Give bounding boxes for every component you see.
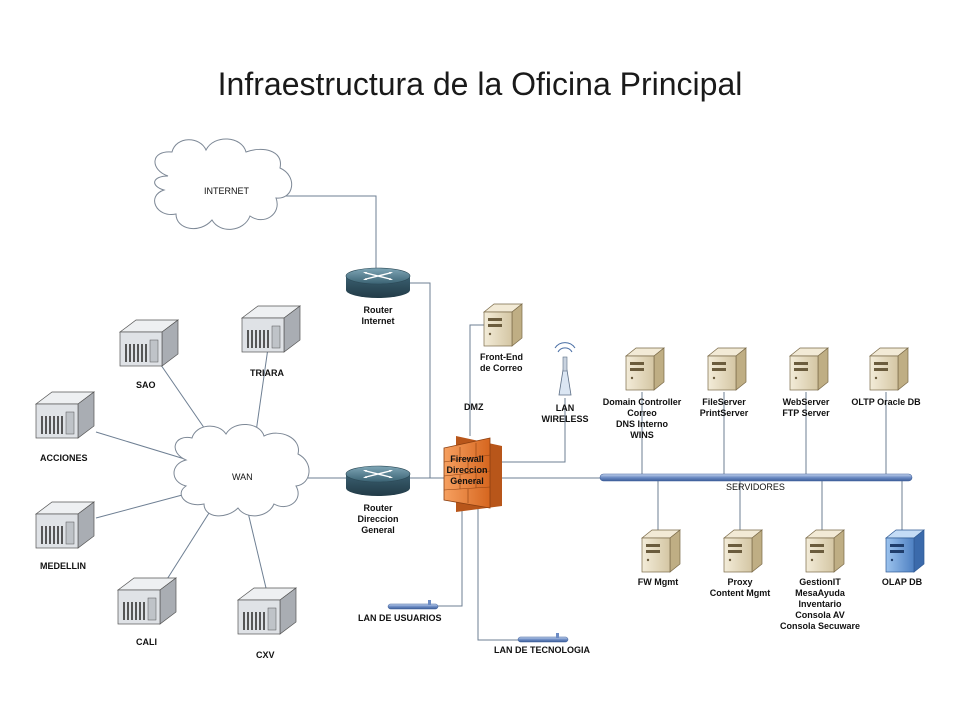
router-direccion-label: Router Direccion General bbox=[357, 503, 398, 535]
svg-text:WINS: WINS bbox=[630, 430, 654, 440]
acciones-server-icon bbox=[34, 391, 96, 439]
svg-text:Content Mgmt: Content Mgmt bbox=[710, 588, 771, 598]
link-wan-cxv bbox=[245, 503, 267, 589]
svg-text:Domain Controller: Domain Controller bbox=[603, 397, 682, 407]
web-server-label: WebServer FTP Server bbox=[782, 397, 830, 418]
svg-text:Router: Router bbox=[364, 305, 393, 315]
lan-usuarios-bar bbox=[387, 600, 439, 610]
svg-text:Correo: Correo bbox=[627, 408, 657, 418]
sao-server-icon bbox=[118, 319, 180, 367]
wan-label: WAN bbox=[232, 472, 253, 482]
router-direccion-icon bbox=[345, 465, 411, 496]
svg-text:Consola Secuware: Consola Secuware bbox=[780, 621, 860, 631]
svg-text:WIRELESS: WIRELESS bbox=[541, 414, 588, 424]
file-server-label: FileServer PrintServer bbox=[700, 397, 749, 418]
svg-text:General: General bbox=[361, 525, 395, 535]
fw-mgmt-server-icon bbox=[641, 529, 681, 573]
cxv-label: CXV bbox=[256, 650, 275, 660]
dc-server-label: Domain Controller Correo DNS Interno WIN… bbox=[603, 397, 682, 440]
svg-text:Internet: Internet bbox=[361, 316, 394, 326]
router-internet-icon bbox=[345, 267, 411, 298]
dmz-label: DMZ bbox=[464, 402, 484, 412]
svg-text:DNS Interno: DNS Interno bbox=[616, 419, 669, 429]
link-wan-acciones bbox=[95, 431, 189, 461]
firewall-label-3: General bbox=[450, 476, 484, 486]
acciones-label: ACCIONES bbox=[40, 453, 88, 463]
svg-text:PrintServer: PrintServer bbox=[700, 408, 749, 418]
link-internet-router bbox=[276, 195, 377, 268]
oltp-server-label: OLTP Oracle DB bbox=[851, 397, 921, 407]
wireless-ap-icon bbox=[554, 342, 576, 396]
svg-text:Proxy: Proxy bbox=[727, 577, 752, 587]
servers-bus-label: SERVIDORES bbox=[726, 482, 785, 492]
svg-text:de Correo: de Correo bbox=[480, 363, 523, 373]
svg-text:Router: Router bbox=[364, 503, 393, 513]
link-firewall-wireless bbox=[500, 398, 566, 463]
page-title: Infraestructura de la Oficina Principal bbox=[217, 66, 743, 102]
proxy-server-icon bbox=[723, 529, 763, 573]
link-wan-cali bbox=[163, 501, 217, 585]
link-firewall-lan-tecnologia bbox=[477, 508, 520, 641]
web-server-icon bbox=[789, 347, 829, 391]
triara-label: TRIARA bbox=[250, 368, 284, 378]
svg-text:Inventario: Inventario bbox=[798, 599, 842, 609]
svg-text:Front-End: Front-End bbox=[480, 352, 523, 362]
firewall-icon: Firewall Direccion General bbox=[443, 436, 502, 512]
olap-server-icon bbox=[885, 529, 925, 573]
proxy-server-label: Proxy Content Mgmt bbox=[710, 577, 771, 598]
frontend-label: Front-End de Correo bbox=[480, 352, 523, 373]
medellin-server-icon bbox=[34, 501, 96, 549]
triara-server-icon bbox=[240, 305, 302, 353]
cali-label: CALI bbox=[136, 637, 157, 647]
link-router-internet-firewall bbox=[410, 282, 431, 478]
cloud-wan: WAN bbox=[173, 424, 310, 517]
gestion-server-icon bbox=[805, 529, 845, 573]
servers-bus bbox=[599, 473, 913, 482]
link-wan-medellin bbox=[95, 493, 187, 519]
lan-usuarios-label: LAN DE USUARIOS bbox=[358, 613, 442, 623]
wireless-label: LAN WIRELESS bbox=[541, 403, 588, 424]
link-firewall-lan-usuarios bbox=[437, 502, 463, 607]
firewall-label-1: Firewall bbox=[450, 454, 484, 464]
fw-mgmt-label: FW Mgmt bbox=[638, 577, 679, 587]
svg-text:FileServer: FileServer bbox=[702, 397, 746, 407]
svg-text:WebServer: WebServer bbox=[783, 397, 830, 407]
cloud-internet: INTERNET bbox=[154, 138, 292, 230]
lan-tecnologia-bar bbox=[517, 633, 569, 643]
svg-text:Consola AV: Consola AV bbox=[795, 610, 845, 620]
svg-text:FTP Server: FTP Server bbox=[782, 408, 830, 418]
svg-text:Direccion: Direccion bbox=[357, 514, 398, 524]
firewall-label-2: Direccion bbox=[446, 465, 487, 475]
svg-text:LAN: LAN bbox=[556, 403, 575, 413]
gestion-server-label: GestionIT MesaAyuda Inventario Consola A… bbox=[780, 577, 860, 631]
svg-text:MesaAyuda: MesaAyuda bbox=[795, 588, 846, 598]
svg-text:GestionIT: GestionIT bbox=[799, 577, 841, 587]
olap-server-label: OLAP DB bbox=[882, 577, 923, 587]
medellin-label: MEDELLIN bbox=[40, 561, 86, 571]
lan-tecnologia-label: LAN DE TECNOLOGIA bbox=[494, 645, 590, 655]
internet-label: INTERNET bbox=[204, 186, 250, 196]
cali-server-icon bbox=[116, 577, 178, 625]
file-server-icon bbox=[707, 347, 747, 391]
oltp-server-icon bbox=[869, 347, 909, 391]
connections bbox=[95, 195, 903, 641]
dc-server-icon bbox=[625, 347, 665, 391]
link-firewall-frontend bbox=[469, 324, 484, 436]
router-internet-label: Router Internet bbox=[361, 305, 394, 326]
frontend-server-icon bbox=[483, 303, 523, 347]
sao-label: SAO bbox=[136, 380, 156, 390]
cxv-server-icon bbox=[236, 587, 298, 635]
